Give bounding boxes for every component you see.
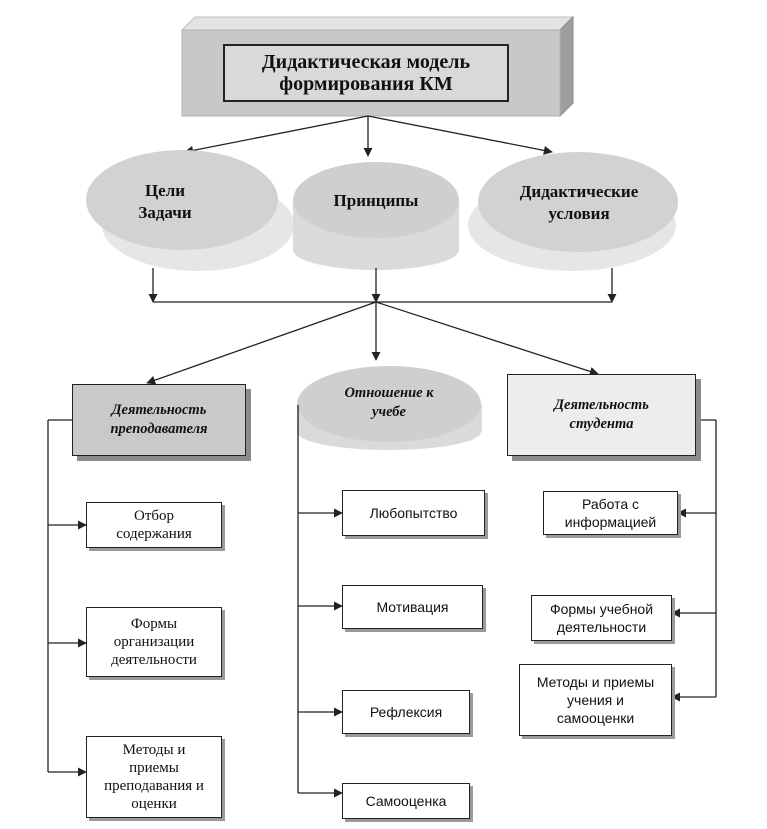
attitude-item-2-label: Мотивация	[376, 599, 449, 615]
diagram-title: Дидактическая модель формирования КМ	[223, 44, 509, 102]
teacher-item-3-line-4: оценки	[131, 796, 177, 812]
teacher-item-1-line-2: содержания	[116, 526, 192, 542]
principles-line-1: Принципы	[333, 191, 419, 210]
student-header: Деятельность студента	[507, 374, 696, 456]
teacher-item-1-line-1: Отбор	[133, 508, 175, 524]
teacher-item-2-line-1: Формы	[130, 616, 178, 632]
student-item-1-line-1: Работа с	[581, 496, 640, 512]
teacher-item-content-selection: Отбор содержания	[86, 502, 222, 548]
teacher-item-2-line-2: организации	[113, 634, 195, 650]
student-item-3-line-3: самооценки	[556, 710, 635, 726]
title-line-1: Дидактическая модель	[261, 51, 471, 73]
teacher-header-line-1: Деятельность	[111, 402, 207, 418]
title-line-2: формирования КМ	[279, 73, 453, 95]
student-connectors	[671, 419, 717, 702]
attitude-header: Отношение к учебе	[312, 380, 466, 426]
attitude-header-line-2: учебе	[372, 404, 406, 420]
teacher-item-2-line-3: деятельности	[111, 652, 197, 668]
teacher-header-line-2: преподавателя	[110, 421, 208, 437]
student-item-3-line-2: учения и	[567, 692, 624, 708]
teacher-header: Деятельность преподавателя	[72, 384, 246, 456]
title-connectors	[184, 115, 553, 157]
attitude-item-curiosity: Любопытство	[342, 490, 485, 536]
oval-connectors	[146, 268, 617, 385]
teacher-item-3-line-3: преподавания и	[104, 778, 204, 794]
attitude-item-reflection: Рефлексия	[342, 690, 470, 734]
attitude-connectors	[297, 405, 343, 798]
oval-goals-label: Цели Задачи	[110, 178, 220, 226]
conditions-line-1: Дидактические	[519, 182, 639, 201]
student-item-2-line-2: деятельности	[556, 619, 647, 635]
oval-conditions-shape	[468, 152, 678, 271]
student-header-line-1: Деятельность	[554, 397, 649, 413]
student-item-3-line-1: Методы и приемы	[536, 674, 655, 690]
attitude-item-motivation: Мотивация	[342, 585, 483, 629]
teacher-item-activity-forms: Формы организации деятельности	[86, 607, 222, 677]
oval-principles-shape	[293, 162, 459, 270]
student-item-learning-methods: Методы и приемы учения и самооценки	[519, 664, 672, 736]
oval-principles-label: Принципы	[316, 188, 436, 214]
teacher-item-teaching-methods: Методы и приемы преподавания и оценки	[86, 736, 222, 818]
oval-conditions-label: Дидактические условия	[504, 180, 654, 226]
conditions-line-2: условия	[548, 204, 610, 223]
goals-line-2: Задачи	[138, 203, 192, 222]
student-item-2-line-1: Формы учебной	[549, 601, 654, 617]
attitude-item-3-label: Рефлексия	[369, 704, 443, 720]
goals-line-1: Цели	[144, 181, 186, 200]
student-item-information-work: Работа с информацией	[543, 491, 678, 535]
teacher-item-3-line-1: Методы и	[122, 742, 186, 758]
student-item-1-line-2: информацией	[564, 514, 657, 530]
attitude-item-self-assessment: Самооценка	[342, 783, 470, 819]
teacher-connectors	[47, 419, 87, 777]
attitude-item-4-label: Самооценка	[365, 793, 447, 809]
student-item-learning-forms: Формы учебной деятельности	[531, 595, 672, 641]
attitude-item-1-label: Любопытство	[369, 505, 458, 521]
teacher-item-3-line-2: приемы	[129, 760, 179, 776]
oval-attitude-shape	[297, 366, 482, 450]
student-header-line-2: студента	[569, 416, 634, 432]
attitude-header-line-1: Отношение к	[344, 385, 434, 401]
